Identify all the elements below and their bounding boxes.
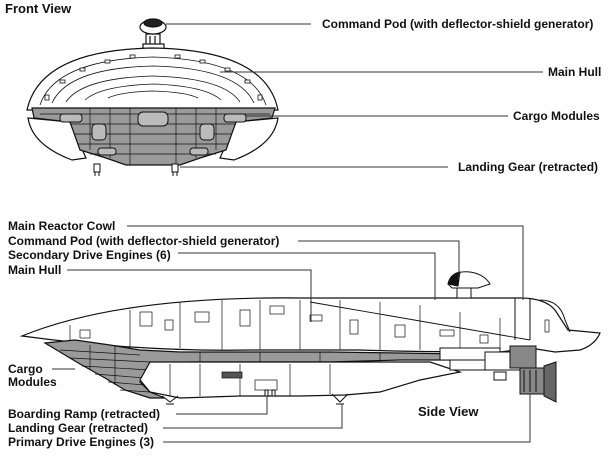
side-landing-gear (161, 393, 349, 405)
front-landing-gear (93, 163, 179, 176)
side-view-ship (19, 271, 601, 405)
front-label-cargo-modules: Cargo Modules (513, 109, 600, 123)
side-label-main-reactor-cowl: Main Reactor Cowl (8, 219, 116, 233)
front-leader-lines (166, 23, 543, 168)
side-label-cargo-line2: Modules (8, 375, 57, 389)
front-view-title: Front View (5, 1, 72, 16)
front-label-main-hull: Main Hull (548, 65, 602, 79)
side-label-main-hull: Main Hull (8, 263, 62, 277)
side-view-title: Side View (418, 404, 479, 419)
front-label-command-pod: Command Pod (with deflector-shield gener… (322, 17, 594, 31)
front-main-hull (26, 47, 279, 111)
side-label-boarding-ramp: Boarding Ramp (retracted) (8, 407, 161, 421)
front-view-ship (26, 18, 279, 176)
side-leader-lines (52, 225, 531, 443)
side-engines (439, 345, 557, 403)
side-command-pod (447, 271, 491, 299)
side-main-hull (19, 297, 601, 353)
side-label-primary-drive-engines: Primary Drive Engines (3) (8, 435, 155, 449)
side-label-cargo-line1: Cargo (8, 362, 43, 376)
side-label-secondary-drive-engines: Secondary Drive Engines (6) (8, 248, 171, 262)
side-reactor-cowl (514, 298, 571, 340)
front-label-landing-gear: Landing Gear (retracted) (458, 160, 599, 174)
side-label-landing-gear: Landing Gear (retracted) (8, 421, 149, 435)
side-cargo-modules (43, 339, 513, 399)
side-label-command-pod: Command Pod (with deflector-shield gener… (8, 234, 280, 248)
front-command-pod (139, 18, 167, 50)
